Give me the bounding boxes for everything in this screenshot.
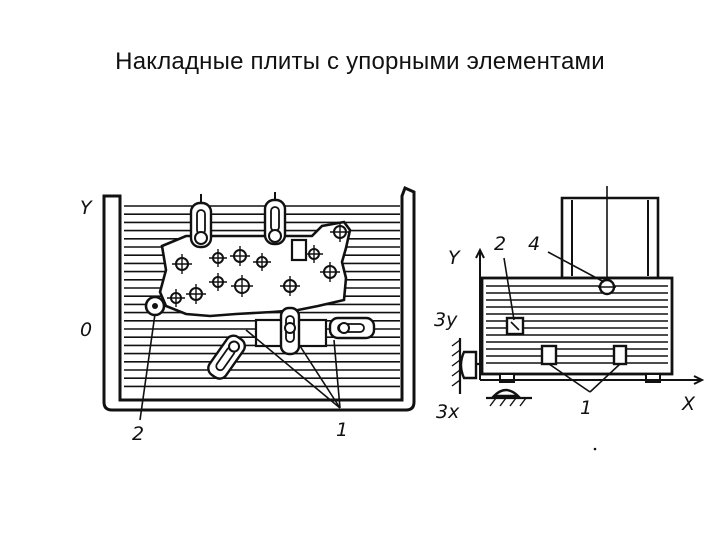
left-small-bracket: [290, 238, 308, 262]
plate-hole: [305, 245, 323, 263]
plate-hole: [253, 253, 271, 271]
left-callout-1: 1: [336, 419, 348, 441]
plate-hole: [280, 276, 300, 296]
plate-hole: [320, 262, 340, 282]
right-foot-left: [499, 373, 515, 383]
plate-hole: [167, 289, 185, 307]
plate-hole: [209, 273, 227, 291]
plate-hole: [330, 222, 350, 242]
right-stop-3x: [486, 388, 532, 407]
plate-hole: [230, 246, 250, 266]
left-overlay-plate: [158, 220, 352, 318]
right-axis-x-label: X: [681, 393, 696, 415]
left-plate-holes: [167, 222, 350, 307]
right-stop-3x-label: 3x: [436, 401, 460, 423]
right-callout-2: 2: [494, 233, 506, 255]
left-axis-zero-label: 0: [80, 319, 92, 341]
left-upper-clamp-2: [263, 192, 287, 246]
left-lower-clamp: [254, 306, 328, 356]
right-callout-4: 4: [528, 233, 540, 255]
right-element-4: [598, 278, 616, 296]
right-axis-y-label: Y: [448, 247, 461, 269]
left-callout-2: 2: [132, 423, 144, 445]
left-stop-element: [144, 295, 166, 317]
plate-hole: [209, 249, 227, 267]
right-callout-1: 1: [580, 397, 592, 419]
right-leader-lines: [503, 251, 621, 393]
right-view: Y 2 4 3y 3x 1 X: [434, 186, 705, 451]
left-upper-clamp-1: [189, 194, 213, 249]
right-block-slots: [486, 285, 668, 364]
left-axis-y-label: Y: [80, 197, 93, 219]
right-stop-3y: [451, 338, 482, 394]
slide-title: Накладные плиты с упорными элементами: [115, 48, 605, 75]
left-table-outline: [102, 185, 416, 412]
left-leader-lines: [139, 313, 341, 421]
left-right-clamp: [328, 316, 376, 340]
right-axes: [475, 247, 705, 385]
plate-hole: [172, 254, 192, 274]
left-view: Y 0 2 1: [80, 185, 416, 445]
right-element-2: [505, 316, 525, 336]
stray-dot: [593, 447, 597, 451]
left-inclined-clamp: [207, 334, 247, 380]
plate-hole: [231, 275, 253, 297]
right-stop-3y-label: 3y: [434, 309, 458, 331]
right-foot-right: [645, 373, 661, 383]
plate-hole: [186, 284, 206, 304]
